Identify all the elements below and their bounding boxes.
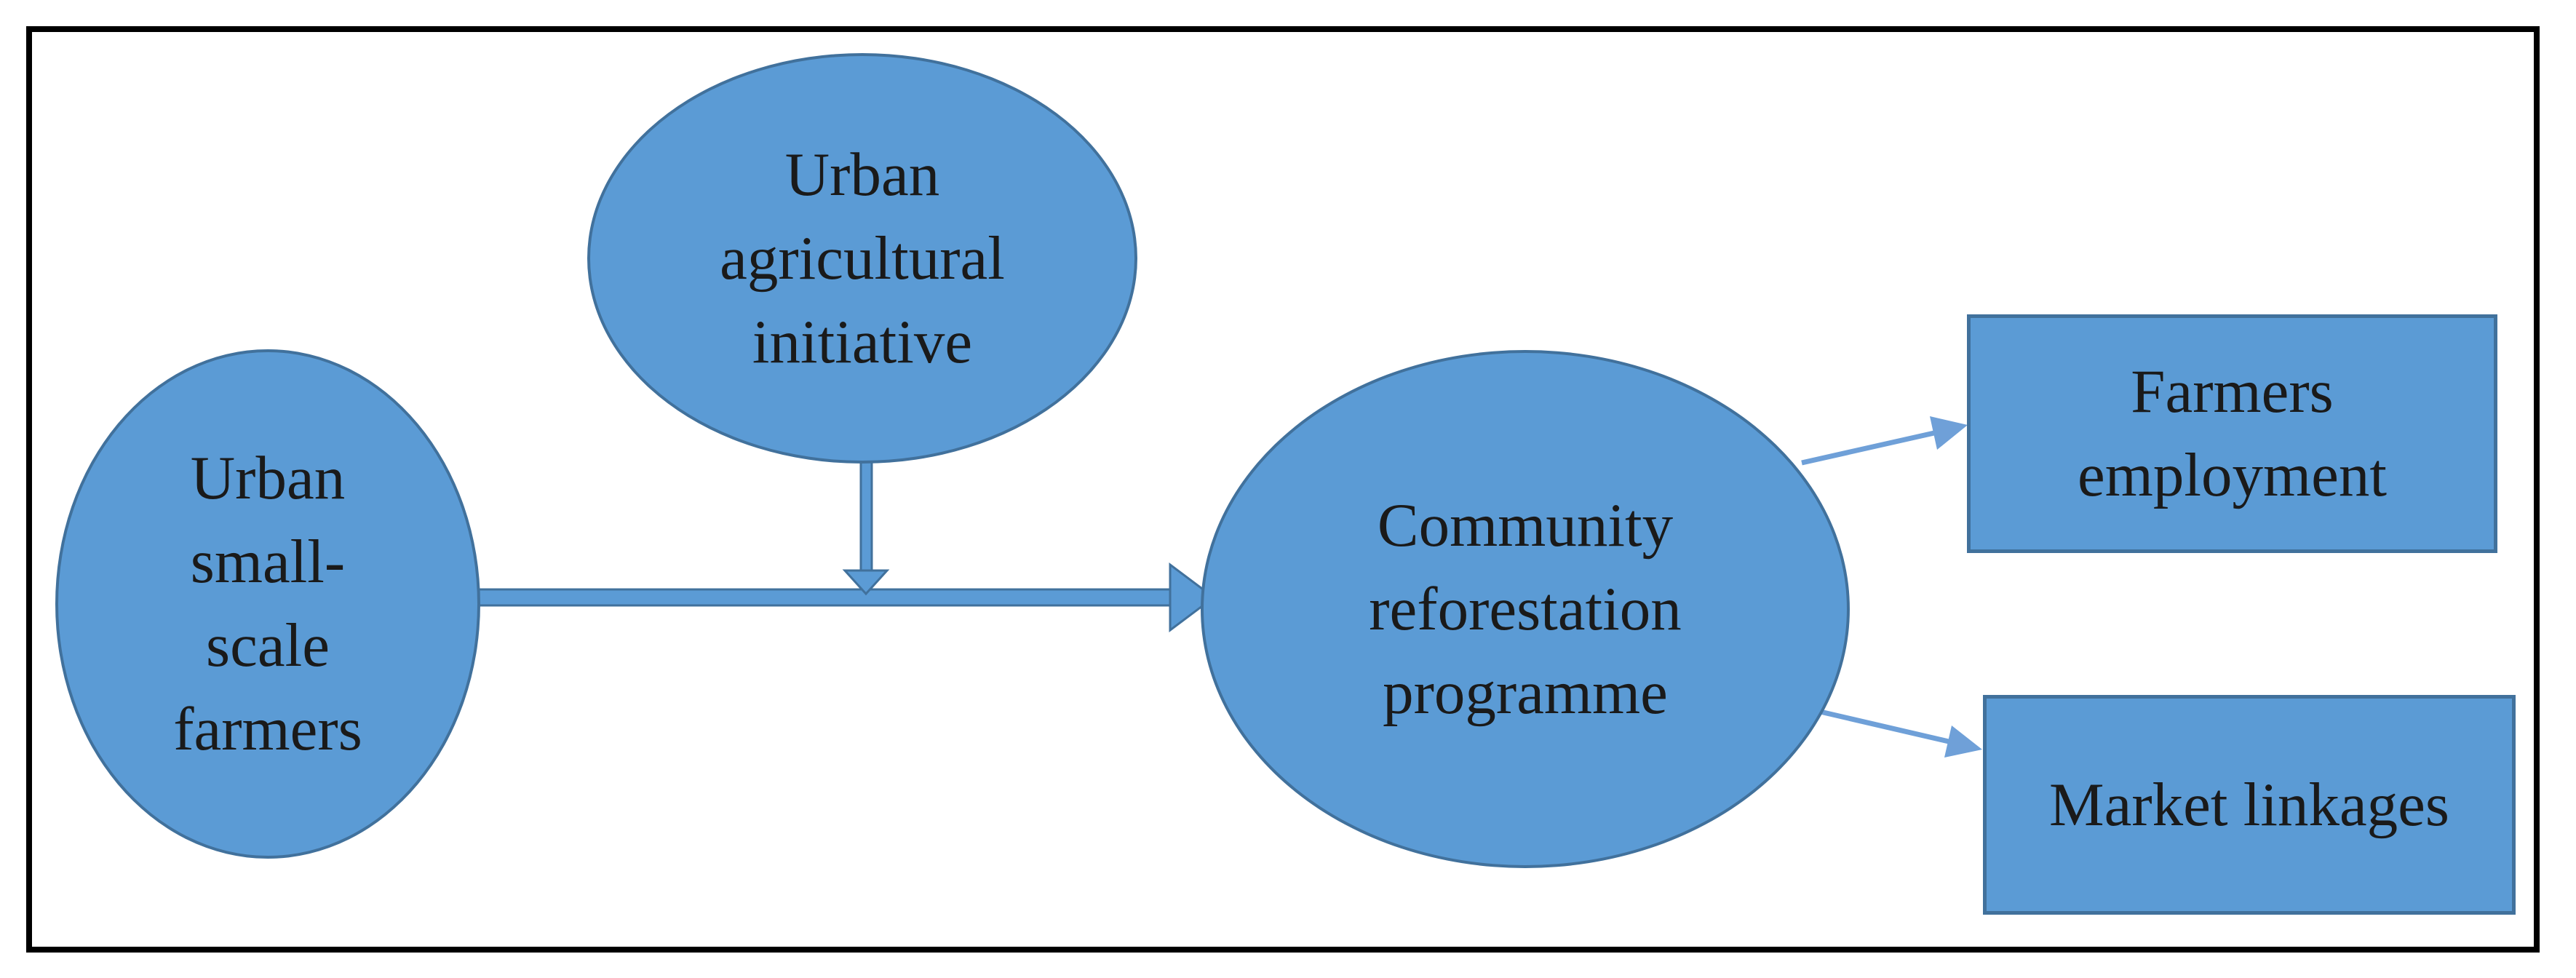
node-farmers-employment: Farmers employment bbox=[1967, 314, 2497, 553]
node-urban-agricultural-initiative: Urban agricultural initiative bbox=[587, 53, 1137, 464]
node-community-reforestation-programme: Community reforestation programme bbox=[1201, 350, 1850, 868]
node-market-linkages: Market linkages bbox=[1983, 695, 2516, 915]
node-urban-small-scale-farmers: Urban small- scale farmers bbox=[55, 349, 480, 859]
outer-frame bbox=[26, 26, 2540, 953]
